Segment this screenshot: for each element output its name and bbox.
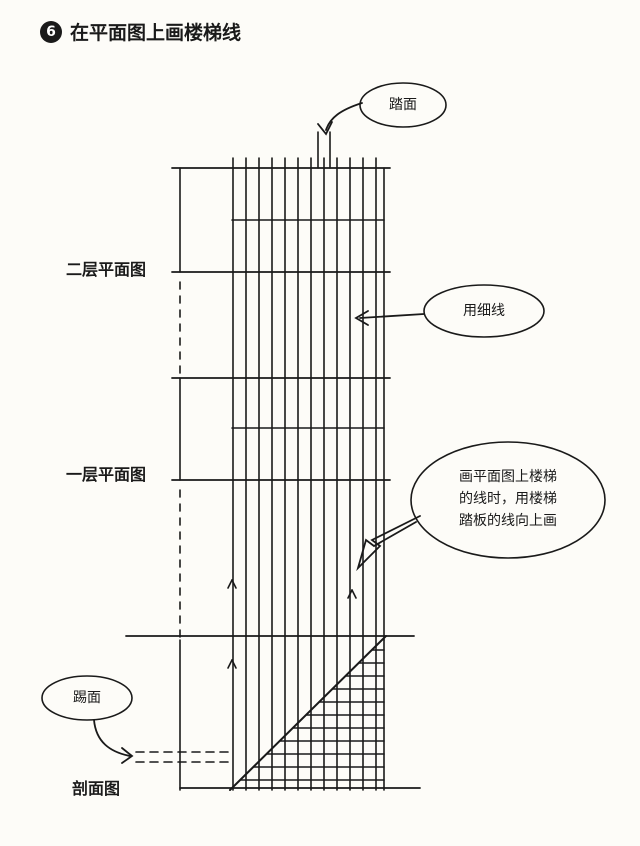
up-arrow xyxy=(231,579,237,589)
tread-arrow-head xyxy=(317,121,333,136)
first-floor-label: 一层平面图 xyxy=(66,465,147,484)
note-line-1: 画平面图上楼梯 xyxy=(459,469,557,485)
title-text: 在平面图上画楼梯线 xyxy=(70,22,242,44)
up-arrow xyxy=(347,589,353,599)
section-label: 剖面图 xyxy=(72,779,121,798)
second-floor-label: 二层平面图 xyxy=(66,260,147,279)
note-arrow xyxy=(356,515,421,572)
note-line-3: 踏板的线向上画 xyxy=(459,513,557,529)
note-callout-text: 画平面图上楼梯 的线时，用楼梯 踏板的线向上画 xyxy=(436,466,580,532)
tread-bubble xyxy=(359,82,447,128)
riser-bubble xyxy=(41,675,133,721)
stair-diagonal xyxy=(229,635,387,791)
thin-line-arrow-head xyxy=(354,310,369,326)
up-arrow xyxy=(227,659,233,669)
riser-callout-text: 踢面 xyxy=(73,690,101,706)
riser-arrow xyxy=(93,719,131,757)
page-title: 6 在平面图上画楼梯线 xyxy=(40,18,241,45)
step-number-badge: 6 xyxy=(40,20,62,43)
tread-arrow xyxy=(325,102,363,131)
thin-line-callout-text: 用细线 xyxy=(463,303,505,319)
thin-line-arrow xyxy=(359,313,425,319)
riser-arrow-head xyxy=(121,747,134,764)
note-bubble xyxy=(410,441,606,559)
up-arrow xyxy=(227,579,233,589)
note-line-2: 的线时，用楼梯 xyxy=(459,491,557,507)
tread-callout-text: 踏面 xyxy=(389,97,417,113)
up-arrow xyxy=(351,589,357,599)
thin-line-bubble xyxy=(423,284,545,338)
up-arrow xyxy=(231,659,237,669)
